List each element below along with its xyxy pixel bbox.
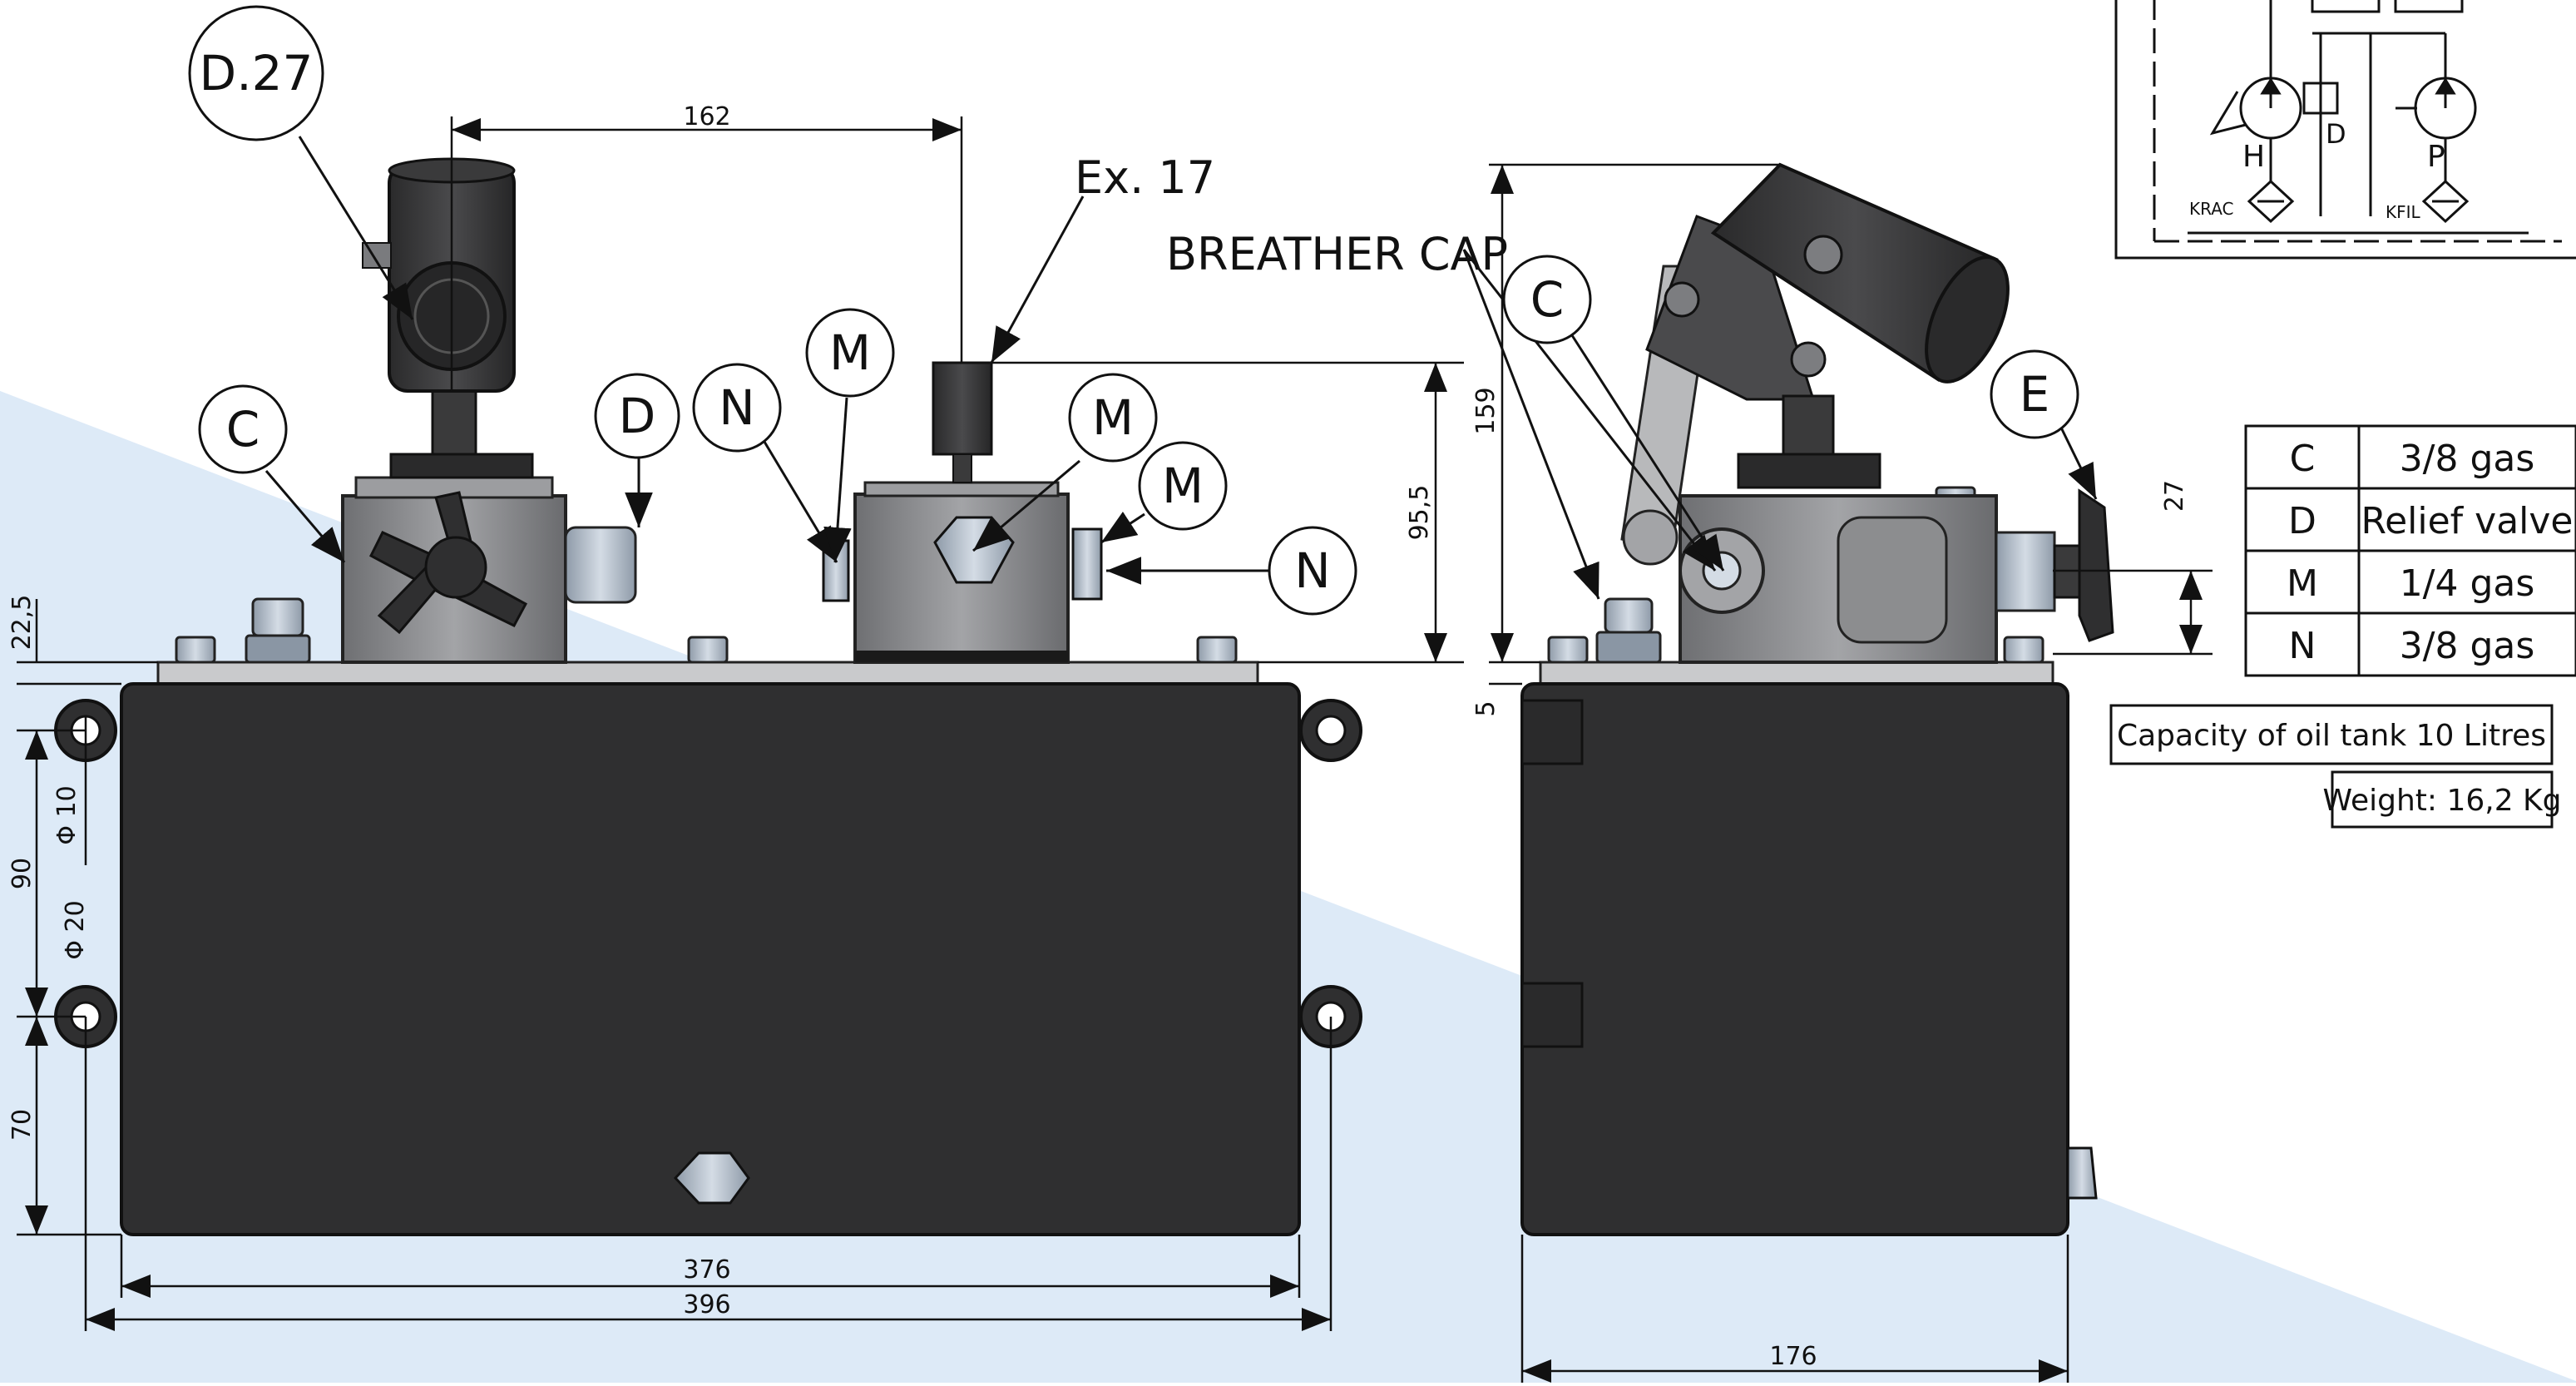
callout-d-front: D (594, 373, 680, 459)
pump-shaft (431, 389, 477, 456)
callout-m-mid: M (1068, 373, 1158, 463)
dim-90: 90 (7, 858, 37, 889)
side-shaft (1782, 394, 1835, 456)
schematic-d: D (2326, 118, 2346, 150)
callout-n-right: N (1268, 526, 1357, 616)
lever-bracket (1645, 215, 1816, 401)
schematic-kfil: KFIL (2386, 202, 2421, 222)
callout-m-mid-text: M (1092, 389, 1134, 446)
dim-22-5: 22,5 (7, 595, 37, 651)
breather-cap-label: BREATHER CAP (1166, 228, 1508, 280)
schematic-krac: KRAC (2189, 199, 2234, 219)
callout-d27: D.27 (188, 5, 324, 141)
ports-table-desc-c: 3/8 gas (2400, 438, 2535, 480)
mounting-lug (1299, 699, 1362, 762)
ports-table-code-n: N (2289, 625, 2316, 667)
dim-phi-10: Φ 10 (52, 785, 82, 844)
valve-e-body (1995, 531, 2056, 612)
callout-n-right-text: N (1294, 542, 1330, 599)
callout-m-top: M (805, 308, 895, 398)
relief-valve (564, 526, 637, 604)
breather-cap (932, 361, 993, 456)
ports-table-code-d: D (2288, 500, 2316, 542)
callout-e-side-text: E (2020, 366, 2050, 423)
oil-tank-side (1520, 682, 2069, 1236)
side-lug (1520, 982, 1584, 1048)
side-lug (1520, 699, 1584, 765)
callout-c-front-text: C (226, 401, 260, 458)
capacity-box (2109, 704, 2554, 765)
dim-159: 159 (1471, 387, 1501, 434)
drain-plug (673, 1151, 750, 1205)
plate-bolts (175, 597, 1238, 664)
dim-376: 376 (683, 1255, 730, 1285)
side-drain (2066, 1146, 2098, 1200)
spring-stack (389, 453, 534, 479)
port-n-fitting (1071, 527, 1103, 601)
callout-n-left-text: N (719, 379, 754, 436)
callout-d27-text: D.27 (200, 45, 314, 101)
callout-c-side: C (1502, 255, 1592, 344)
dim-176: 176 (1769, 1342, 1817, 1371)
dim-95-5: 95,5 (1405, 485, 1434, 541)
valve-e-knob[interactable] (2078, 488, 2114, 642)
dim-27: 27 (2160, 480, 2189, 512)
ports-table-code-m: M (2287, 562, 2318, 605)
ex-17-label: Ex. 17 (1075, 151, 1215, 204)
callout-e-side: E (1990, 349, 2079, 439)
callout-c-side-text: C (1530, 271, 1565, 328)
ports-table-code-c: C (2290, 438, 2316, 480)
pump-block-right-base (855, 651, 1068, 662)
callout-d-front-text: D (619, 388, 656, 444)
dim-70: 70 (7, 1109, 37, 1141)
callout-n-left: N (692, 363, 782, 453)
callout-m-right: M (1138, 441, 1228, 531)
dimension-lines (17, 116, 2213, 1383)
callout-c-front: C (198, 384, 288, 474)
ports-table-desc-d: Relief valve (2361, 500, 2574, 542)
ports-table-desc-n: 3/8 gas (2400, 625, 2535, 667)
schematic-p: P (2427, 140, 2445, 174)
dim-phi-20: Φ 20 (61, 900, 90, 959)
top-plate-front (156, 661, 1259, 686)
callout-m-top-text: M (829, 324, 871, 381)
dim-5: 5 (1471, 700, 1501, 716)
ports-table-desc-m: 1/4 gas (2400, 562, 2535, 605)
ports-table (2244, 424, 2576, 677)
capacity-text: Capacity of oil tank 10 Litres (2117, 719, 2546, 753)
dim-396: 396 (683, 1290, 730, 1319)
callout-m-right-text: M (1162, 458, 1204, 514)
schematic-h: H (2242, 140, 2265, 174)
weight-text: Weight: 16,2 Kg (2322, 784, 2561, 818)
weight-box (2331, 770, 2554, 829)
top-plate-side (1539, 661, 2054, 686)
valve-knob[interactable] (369, 491, 528, 635)
hydraulic-schematic (2114, 0, 2576, 260)
dim-162: 162 (683, 102, 730, 131)
oil-tank-front (120, 682, 1301, 1236)
